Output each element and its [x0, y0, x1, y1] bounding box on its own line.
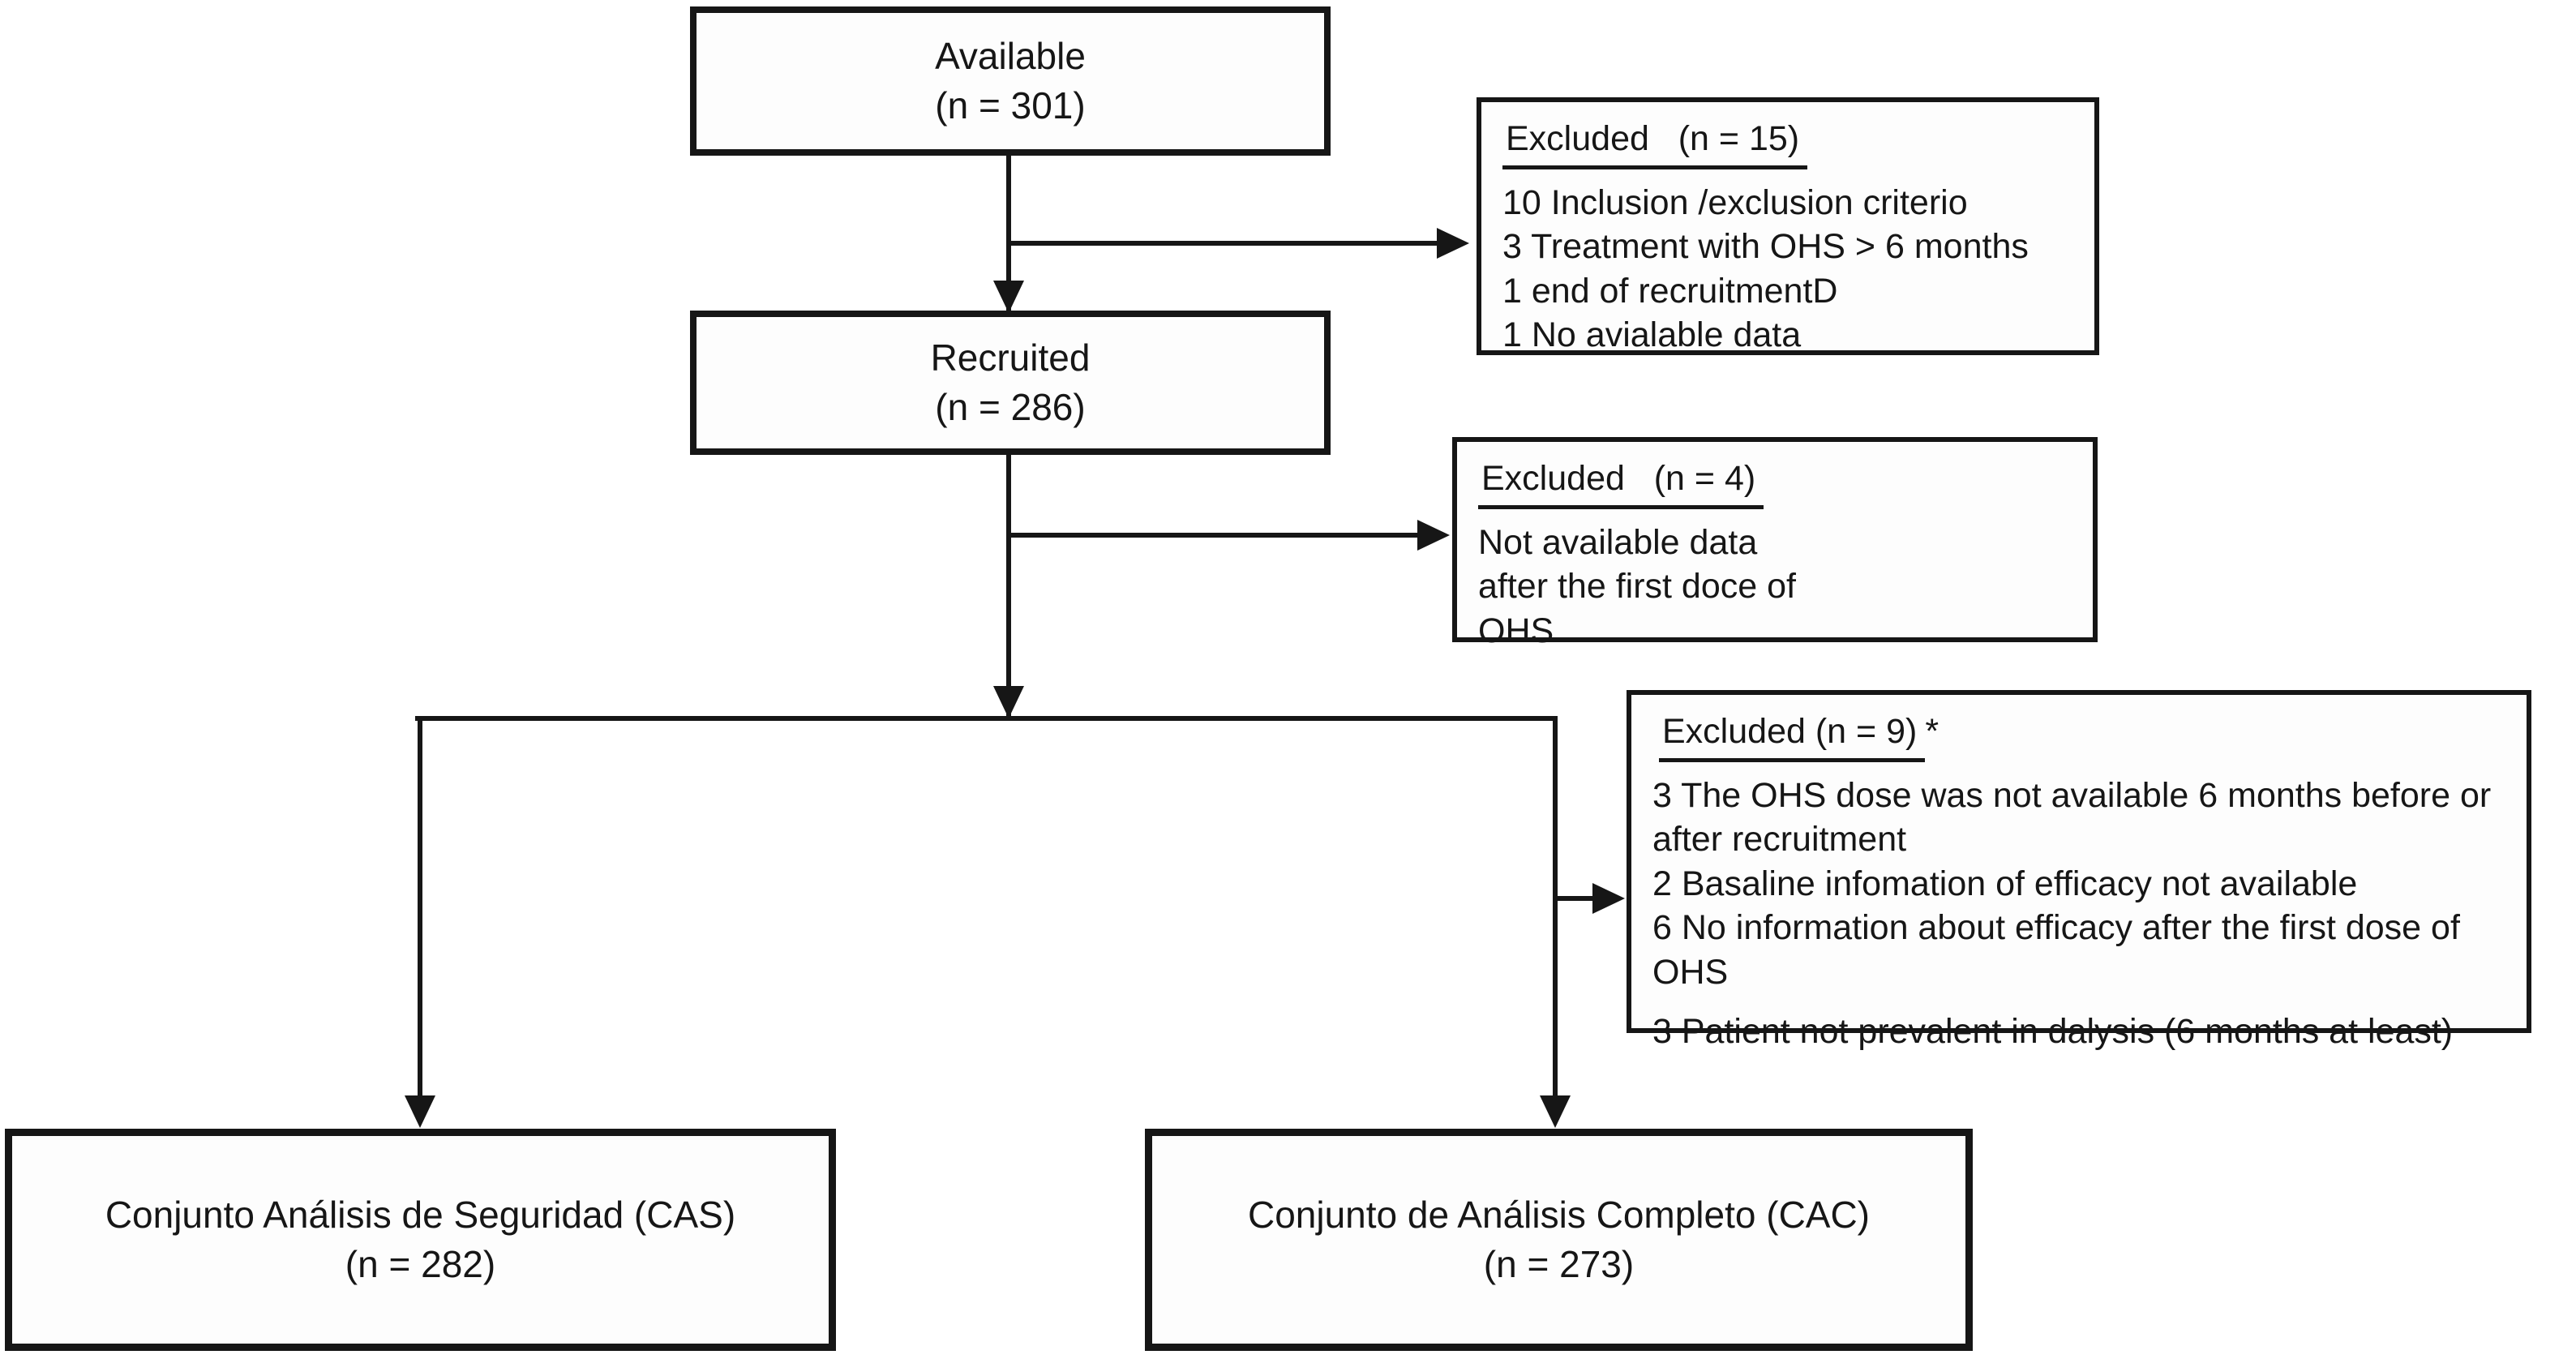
excluded-15-item: 10 Inclusion /exclusion criterio — [1502, 182, 1968, 222]
connector-split-cas — [418, 716, 422, 1097]
excluded-15-item: 1 end of recruitmentD — [1502, 271, 1838, 311]
box-excluded-15-header: Excluded (n = 15) — [1502, 115, 1808, 169]
box-available: Available (n = 301) — [690, 6, 1331, 156]
box-excluded-9-header: Excluded (n = 9) — [1659, 708, 1926, 762]
excluded-4-item: OHS — [1478, 611, 1554, 650]
box-excluded-15: Excluded (n = 15) 10 Inclusion /exclusio… — [1477, 97, 2099, 355]
box-excluded-4: Excluded (n = 4) Not available data afte… — [1452, 437, 2098, 650]
excluded-15-item: 3 Treatment with OHS > 6 months — [1502, 227, 2029, 267]
box-recruited-n: (n = 286) — [935, 386, 1086, 428]
excluded-4-item: after the first doce of — [1478, 567, 1796, 607]
excluded-4-item: Not available data — [1478, 522, 1758, 562]
connector-recruited-excluded4 — [1006, 533, 1419, 538]
box-recruited-title: Recruited — [930, 337, 1091, 379]
arrowhead-into-cas — [405, 1095, 435, 1128]
connector-split-bar — [415, 716, 1558, 721]
connector-available-recruited — [1006, 156, 1011, 311]
box-cac-title: Conjunto de Análisis Completo (CAC) — [1247, 1194, 1871, 1237]
arrowhead-into-excluded9 — [1592, 883, 1625, 914]
box-recruited: Recruited (n = 286) — [690, 311, 1331, 455]
arrowhead-into-recruited — [993, 281, 1024, 313]
arrowhead-into-excluded15 — [1437, 228, 1469, 259]
arrowhead-into-excluded4 — [1417, 520, 1450, 551]
excluded-9-item: 3 Patient not prevalent in dalysis (6 mo… — [1652, 1011, 2454, 1051]
box-cas: Conjunto Análisis de Seguridad (CAS) (n … — [5, 1129, 836, 1351]
excluded-9-item: 3 The OHS dose was not available 6 month… — [1652, 775, 2492, 860]
connector-recruited-split — [1006, 453, 1011, 718]
excluded-9-item: 2 Basaline infomation of efficacy not av… — [1652, 864, 2358, 903]
box-cac-n: (n = 273) — [1483, 1243, 1635, 1285]
connector-cac-excluded9 — [1553, 896, 1596, 901]
box-excluded-9-header-suffix: * — [1925, 712, 1940, 751]
arrowhead-into-cac — [1540, 1095, 1571, 1128]
box-available-title: Available — [935, 35, 1086, 78]
excluded-15-item: 1 No avialable data — [1502, 315, 1802, 355]
box-available-n: (n = 301) — [935, 84, 1086, 126]
box-excluded-4-header: Excluded (n = 4) — [1478, 455, 1764, 509]
box-cas-n: (n = 282) — [345, 1243, 496, 1285]
arrowhead-into-split — [993, 686, 1024, 718]
box-cac: Conjunto de Análisis Completo (CAC) (n =… — [1145, 1129, 1973, 1351]
box-cas-title: Conjunto Análisis de Seguridad (CAS) — [105, 1194, 736, 1237]
box-excluded-9: Excluded (n = 9)* 3 The OHS dose was not… — [1627, 690, 2531, 1051]
excluded-9-item: 6 No information about efficacy after th… — [1652, 908, 2460, 992]
connector-available-excluded15 — [1006, 241, 1437, 246]
connector-split-cac — [1553, 716, 1558, 1097]
